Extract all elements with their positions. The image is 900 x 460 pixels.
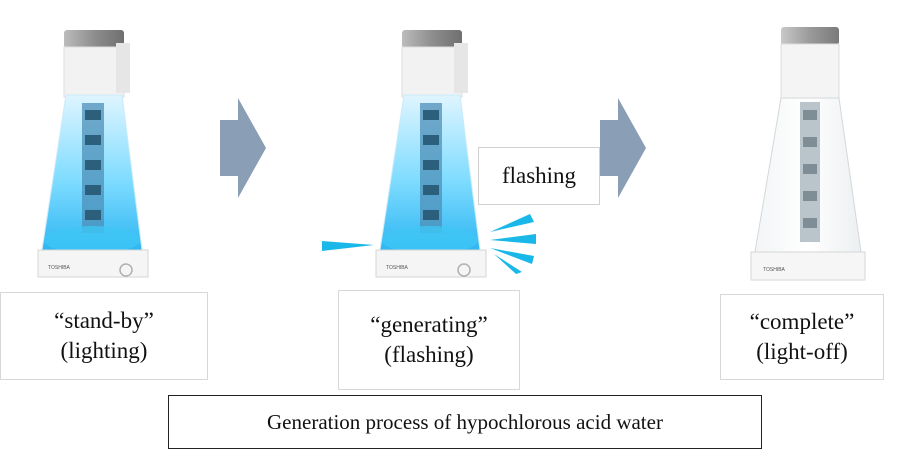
diagram-caption: Generation process of hypochlorous acid … (168, 395, 762, 449)
brand-mark: TOSHIBA (763, 267, 786, 273)
right-arrow-icon (600, 98, 646, 203)
flashing-label: flashing (478, 147, 600, 205)
flash-ray-icon (322, 233, 378, 264)
stage-label-line2: (light-off) (756, 339, 848, 364)
device-generating-image: TOSHIBA (368, 25, 493, 287)
brand-mark: TOSHIBA (48, 265, 71, 271)
stage-label-line2: (flashing) (384, 342, 474, 367)
flash-ray-icon (486, 210, 540, 279)
right-arrow-icon (220, 98, 266, 203)
stage-label-generating: “generating” (flashing) (338, 290, 520, 390)
stage-label-line1: “stand-by” (54, 308, 154, 333)
stage-label-line1: “generating” (370, 312, 488, 337)
stage-label-line2: (lighting) (60, 338, 148, 363)
diagram-caption-text: Generation process of hypochlorous acid … (267, 409, 663, 434)
device-standby-image: TOSHIBA (30, 25, 155, 287)
stage-label-standby: “stand-by” (lighting) (0, 292, 208, 380)
stage-label-complete: “complete” (light-off) (720, 294, 884, 380)
device-complete-image: TOSHIBA (745, 22, 870, 290)
flashing-label-text: flashing (501, 163, 577, 188)
brand-mark: TOSHIBA (386, 265, 409, 271)
stage-label-line1: “complete” (749, 309, 855, 334)
